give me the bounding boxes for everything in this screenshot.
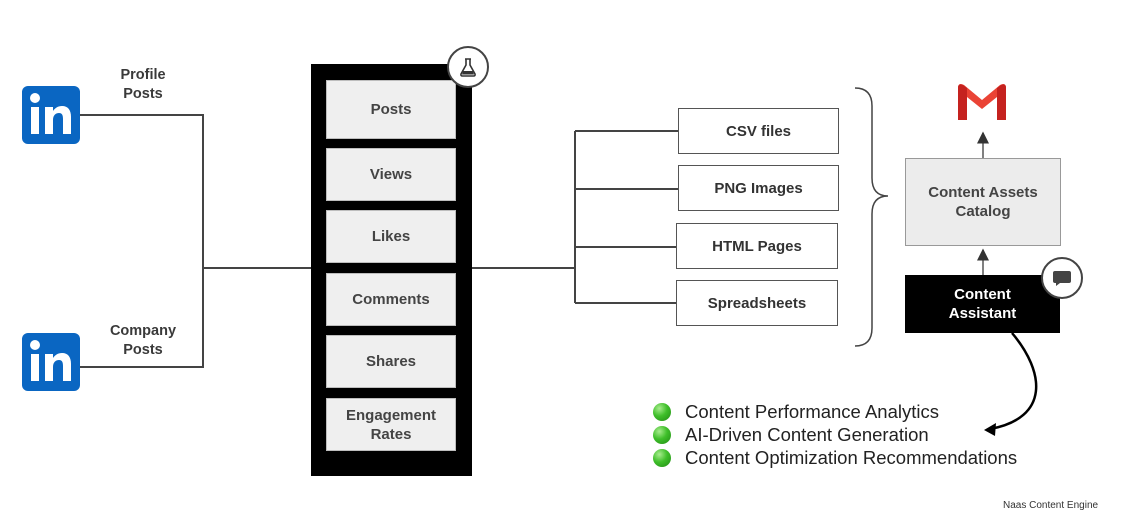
metric-posts: Posts <box>326 80 456 139</box>
output-png-images: PNG Images <box>678 165 839 211</box>
green-dot-icon <box>653 402 671 421</box>
feature-item: AI-Driven Content Generation <box>653 423 1113 446</box>
outputs-brace <box>854 87 889 347</box>
output-html-pages: HTML Pages <box>676 223 838 269</box>
metric-label: Comments <box>352 291 430 308</box>
output-spreadsheets: Spreadsheets <box>676 280 838 326</box>
features-list: Content Performance Analytics AI-Driven … <box>653 400 1113 469</box>
output-label: Spreadsheets <box>707 294 807 312</box>
metric-shares: Shares <box>326 335 456 388</box>
profile-connector <box>80 114 204 268</box>
profile-label-line1: Profile <box>120 67 166 83</box>
feature-label: AI-Driven Content Generation <box>685 423 929 445</box>
metric-likes: Likes <box>326 210 456 263</box>
metric-label: Engagement <box>345 406 436 424</box>
feature-item: Content Optimization Recommendations <box>653 446 1113 469</box>
company-label-line2: Posts <box>123 342 163 358</box>
assistant-label-line1: Content <box>954 286 1011 303</box>
company-posts-label: Company Posts <box>100 322 186 360</box>
assistant-label-line2: Assistant <box>948 305 1017 322</box>
linkedin-profile-icon <box>22 86 80 144</box>
feature-label: Content Performance Analytics <box>685 400 939 422</box>
company-connector <box>80 268 204 368</box>
metric-engagement-rates: Engagement Rates <box>326 398 456 451</box>
footer-label: Naas Content Engine <box>1003 500 1099 511</box>
content-assistant: Content Assistant <box>905 275 1060 333</box>
metric-label-line2: Rates <box>370 425 412 443</box>
assistant-to-features-arrow <box>989 332 1038 431</box>
profile-label-line2: Posts <box>123 86 163 102</box>
green-dot-icon <box>653 448 671 467</box>
metric-label: Posts <box>370 101 412 118</box>
feature-item: Content Performance Analytics <box>653 400 1113 423</box>
gmail-icon <box>954 80 1010 122</box>
content-assets-catalog: Content Assets Catalog <box>905 158 1061 246</box>
output-label: HTML Pages <box>712 237 802 255</box>
metric-label: Shares <box>365 353 417 370</box>
flask-icon <box>447 46 489 88</box>
green-dot-icon <box>653 425 671 444</box>
feature-label: Content Optimization Recommendations <box>685 446 1018 468</box>
metric-comments: Comments <box>326 273 456 326</box>
metric-views: Views <box>326 148 456 201</box>
linkedin-company-icon <box>22 333 80 391</box>
profile-posts-label: Profile Posts <box>105 66 181 104</box>
company-label-line1: Company <box>109 323 177 339</box>
metric-label: Likes <box>371 228 411 245</box>
catalog-label-line1: Content Assets <box>928 184 1038 201</box>
output-label: CSV files <box>725 122 792 140</box>
output-label: PNG Images <box>714 179 803 197</box>
catalog-label-line2: Catalog <box>955 203 1011 220</box>
metric-label: Views <box>369 166 413 183</box>
chat-bubble-icon <box>1041 257 1083 299</box>
output-csv-files: CSV files <box>678 108 839 154</box>
